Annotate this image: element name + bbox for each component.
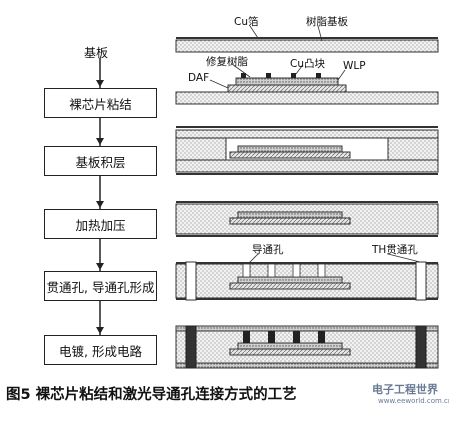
step-plating: 电镀, 形成电路	[44, 335, 157, 365]
label-via: 导通孔	[252, 244, 284, 256]
illustration-via-formation	[175, 253, 439, 301]
step-heat-press: 加热加压	[44, 209, 157, 239]
label-cu-bump: Cu凸块	[290, 58, 325, 70]
arrow-head-5	[96, 327, 104, 334]
illustration-build-up	[175, 126, 439, 175]
arrow-head-4	[96, 263, 104, 270]
watermark-logo: 电子工程世界	[372, 383, 438, 396]
illustration-substrate	[175, 25, 439, 53]
illustration-die-bond	[175, 63, 439, 105]
arrow-head-3	[96, 201, 104, 208]
label-wlp: WLP	[343, 60, 366, 72]
step-via-formation: 贯通孔, 导通孔形成	[44, 271, 157, 301]
illustration-lamination	[175, 201, 439, 237]
step-build-up: 基板积层	[44, 146, 157, 176]
illustration-plating	[175, 325, 439, 369]
label-repair-resin: 修复树脂	[206, 56, 248, 68]
figure-caption: 图5 裸芯片粘结和激光导通孔连接方式的工艺	[6, 387, 297, 403]
label-daf: DAF	[188, 72, 210, 84]
flow-start-label: 基板	[84, 46, 109, 60]
label-cu-foil: Cu箔	[234, 16, 259, 28]
watermark-url: www.eeworld.com.cn	[378, 397, 449, 405]
label-th-via: TH贯通孔	[372, 244, 418, 256]
arrow-head-1	[96, 80, 104, 87]
arrow-head-2	[96, 138, 104, 145]
label-resin-substrate: 树脂基板	[306, 16, 348, 28]
step-die-bonding: 裸芯片粘结	[44, 88, 157, 118]
